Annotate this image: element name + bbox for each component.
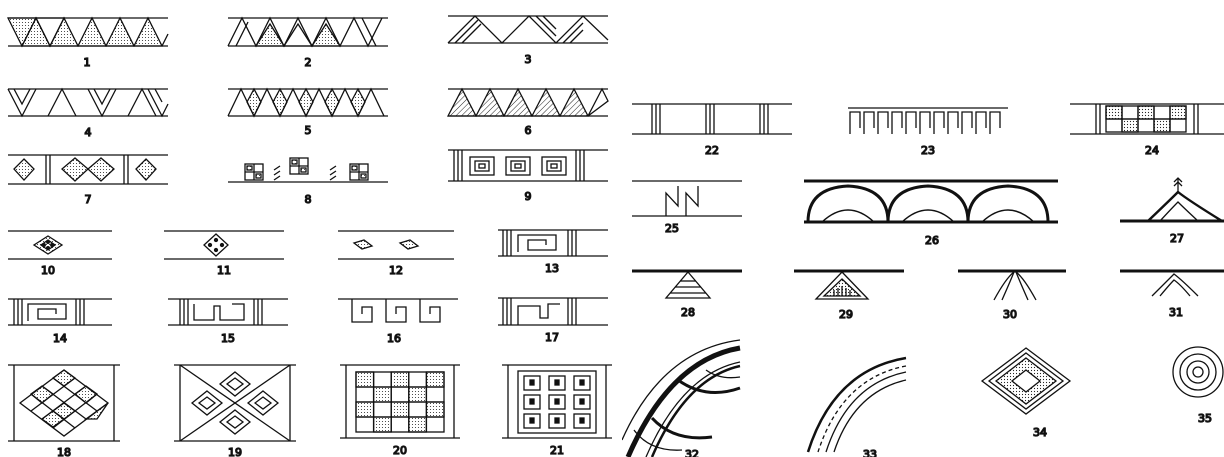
motif-number: 20 bbox=[393, 444, 407, 457]
motif-number: 16 bbox=[387, 332, 401, 345]
motif-number: 24 bbox=[1145, 144, 1159, 157]
motif-30 bbox=[958, 271, 1066, 300]
motif-28 bbox=[632, 271, 742, 298]
motif-number: 27 bbox=[1170, 232, 1184, 245]
motif-number: 14 bbox=[53, 332, 67, 345]
motif-16 bbox=[338, 299, 458, 322]
motif-number: 30 bbox=[1003, 308, 1017, 321]
motif-number: 32 bbox=[685, 448, 699, 457]
motif-4 bbox=[8, 89, 168, 116]
motif-number: 33 bbox=[863, 448, 877, 457]
motif-number: 34 bbox=[1033, 426, 1047, 439]
motif-13 bbox=[498, 230, 608, 256]
motif-number: 8 bbox=[305, 193, 312, 206]
motif-number: 15 bbox=[221, 332, 235, 345]
motif-number: 10 bbox=[41, 264, 55, 277]
left-plate-drawing: 1 2 3 bbox=[0, 0, 622, 457]
motif-number: 31 bbox=[1169, 306, 1183, 319]
motif-11 bbox=[164, 231, 284, 259]
motif-12 bbox=[338, 231, 454, 259]
motif-number: 22 bbox=[705, 144, 719, 157]
motif-7 bbox=[8, 155, 168, 184]
motif-27 bbox=[1120, 178, 1224, 221]
motif-number: 9 bbox=[525, 190, 532, 203]
motif-8 bbox=[228, 158, 388, 182]
motif-number: 25 bbox=[665, 222, 679, 235]
motif-1 bbox=[8, 18, 168, 46]
motif-19 bbox=[174, 365, 296, 441]
motif-number: 5 bbox=[305, 124, 312, 137]
motif-26 bbox=[804, 181, 1058, 222]
motif-number: 21 bbox=[550, 444, 564, 457]
motif-15 bbox=[168, 299, 288, 325]
motif-number: 7 bbox=[85, 193, 92, 206]
motif-17 bbox=[498, 298, 608, 325]
motif-9 bbox=[448, 150, 608, 181]
motif-number: 35 bbox=[1198, 412, 1212, 425]
motif-number: 17 bbox=[545, 331, 559, 344]
motif-6 bbox=[448, 89, 608, 116]
motif-number: 18 bbox=[57, 446, 71, 457]
motif-29 bbox=[794, 271, 904, 299]
motif-23 bbox=[848, 108, 1008, 134]
motif-3 bbox=[448, 16, 608, 43]
motif-number: 12 bbox=[389, 264, 403, 277]
motif-number: 6 bbox=[525, 124, 532, 137]
motif-number: 23 bbox=[921, 144, 935, 157]
motif-22 bbox=[632, 104, 792, 134]
motif-25 bbox=[632, 181, 742, 216]
right-plate-drawing: 22 23 24 25 bbox=[622, 0, 1224, 457]
motif-18 bbox=[8, 365, 120, 441]
motif-number: 1 bbox=[84, 56, 91, 69]
motif-5 bbox=[228, 89, 388, 116]
motif-33 bbox=[808, 358, 906, 452]
right-plate: 22 23 24 25 bbox=[622, 0, 1224, 457]
motif-number: 3 bbox=[525, 53, 532, 66]
motif-number: 11 bbox=[217, 264, 231, 277]
motif-32 bbox=[622, 340, 740, 457]
motif-number: 13 bbox=[545, 262, 559, 275]
motif-number: 19 bbox=[228, 446, 242, 457]
motif-number: 29 bbox=[839, 308, 853, 321]
motif-10 bbox=[8, 231, 112, 259]
motif-14 bbox=[8, 299, 112, 325]
motif-number: 28 bbox=[681, 306, 695, 319]
motif-20 bbox=[340, 365, 460, 438]
motif-35 bbox=[1173, 347, 1223, 397]
left-plate: 1 2 3 bbox=[0, 0, 622, 457]
motif-31 bbox=[1120, 271, 1224, 296]
motif-24 bbox=[1070, 104, 1224, 134]
motif-number: 4 bbox=[85, 126, 92, 139]
motif-2 bbox=[228, 18, 388, 46]
motif-21 bbox=[502, 365, 612, 438]
motif-number: 26 bbox=[925, 234, 939, 247]
motif-number: 2 bbox=[305, 56, 312, 69]
motif-34 bbox=[982, 348, 1070, 414]
